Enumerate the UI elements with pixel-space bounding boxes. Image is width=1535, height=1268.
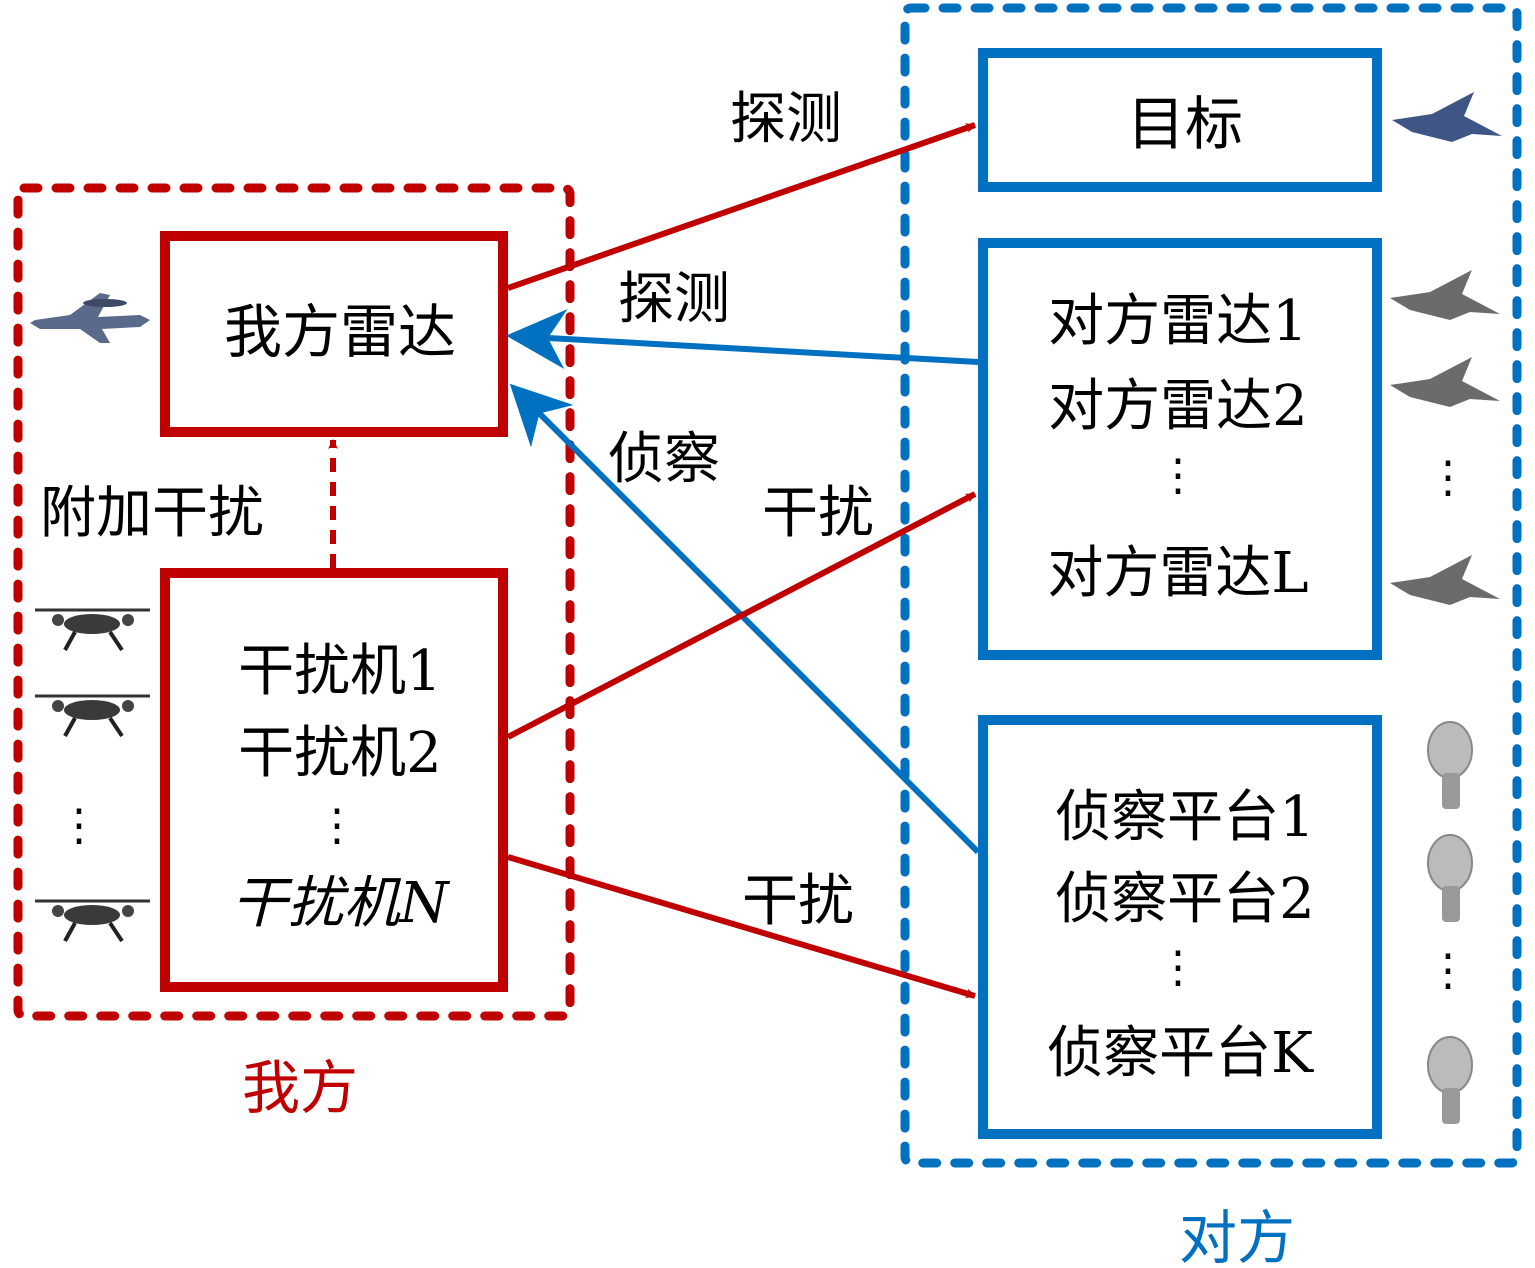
own-radar-box[interactable]	[160, 231, 508, 437]
satellite-dish-icon	[1427, 721, 1473, 809]
satellite-dish-icon	[1427, 834, 1473, 922]
arrow-label-detect-own: 探测	[618, 267, 730, 332]
enemy-radar-line-1: 对方雷达1	[1048, 289, 1308, 354]
own-radar-label: 我方雷达	[224, 298, 456, 366]
jammer-line-2: 干扰机2	[238, 721, 442, 786]
enemy-radar-ellipsis: ⋮	[1156, 450, 1200, 501]
enemy-radar-line-2: 对方雷达2	[1048, 374, 1308, 439]
arrow-label-jam-radar: 干扰	[762, 481, 874, 546]
own-side-group	[13, 183, 575, 1021]
recon-line-1: 侦察平台1	[1055, 785, 1315, 850]
own-side-label: 我方	[242, 1054, 358, 1122]
recon-line-k: 侦察平台K	[1047, 1021, 1314, 1086]
arrow-jammer-to-enemy-radar	[506, 491, 977, 740]
enemy-side-group	[900, 3, 1522, 1168]
drone-icon	[35, 694, 150, 738]
recon-ellipsis: ⋮	[1156, 942, 1200, 993]
drone-icon	[35, 899, 150, 943]
target-label: 目标	[1127, 90, 1243, 158]
arrow-enemy-radar-to-own-radar	[506, 309, 979, 369]
arrow-jammer-to-recon	[507, 854, 976, 999]
arrow-label-detect-target: 探测	[730, 87, 842, 152]
satellite-dish-ellipsis: ⋮	[1426, 945, 1470, 996]
fighter-jet-icon	[1390, 270, 1500, 320]
satellite-dish-icon	[1427, 1036, 1473, 1124]
jammer-ellipsis: ⋮	[315, 800, 359, 851]
arrow-label-recon: 侦察	[608, 427, 720, 492]
enemy-radar-box[interactable]	[978, 238, 1382, 660]
fighter-jet-target-icon	[1392, 92, 1502, 142]
drone-ellipsis: ⋮	[57, 800, 101, 851]
arrow-own-radar-to-target	[507, 122, 976, 291]
drone-icon	[35, 608, 150, 652]
target-box[interactable]	[978, 48, 1382, 192]
aircraft-awacs-icon	[30, 293, 150, 343]
jammer-line-1: 干扰机1	[238, 639, 442, 704]
recon-box[interactable]	[978, 715, 1382, 1139]
jammer-box[interactable]	[160, 568, 508, 992]
fighter-jet-ellipsis: ⋮	[1426, 452, 1470, 503]
arrow-label-extra-jamming: 附加干扰	[40, 481, 264, 546]
fighter-jet-icon	[1390, 555, 1500, 605]
enemy-radar-line-l: 对方雷达L	[1047, 541, 1308, 606]
recon-line-2: 侦察平台2	[1055, 867, 1315, 932]
enemy-side-label: 对方	[1179, 1204, 1295, 1268]
arrow-recon-to-own-radar	[509, 383, 981, 855]
arrow-label-jam-recon: 干扰	[742, 869, 854, 934]
jammer-line-n: 干扰机N	[232, 871, 451, 936]
fighter-jet-icon	[1390, 357, 1500, 407]
